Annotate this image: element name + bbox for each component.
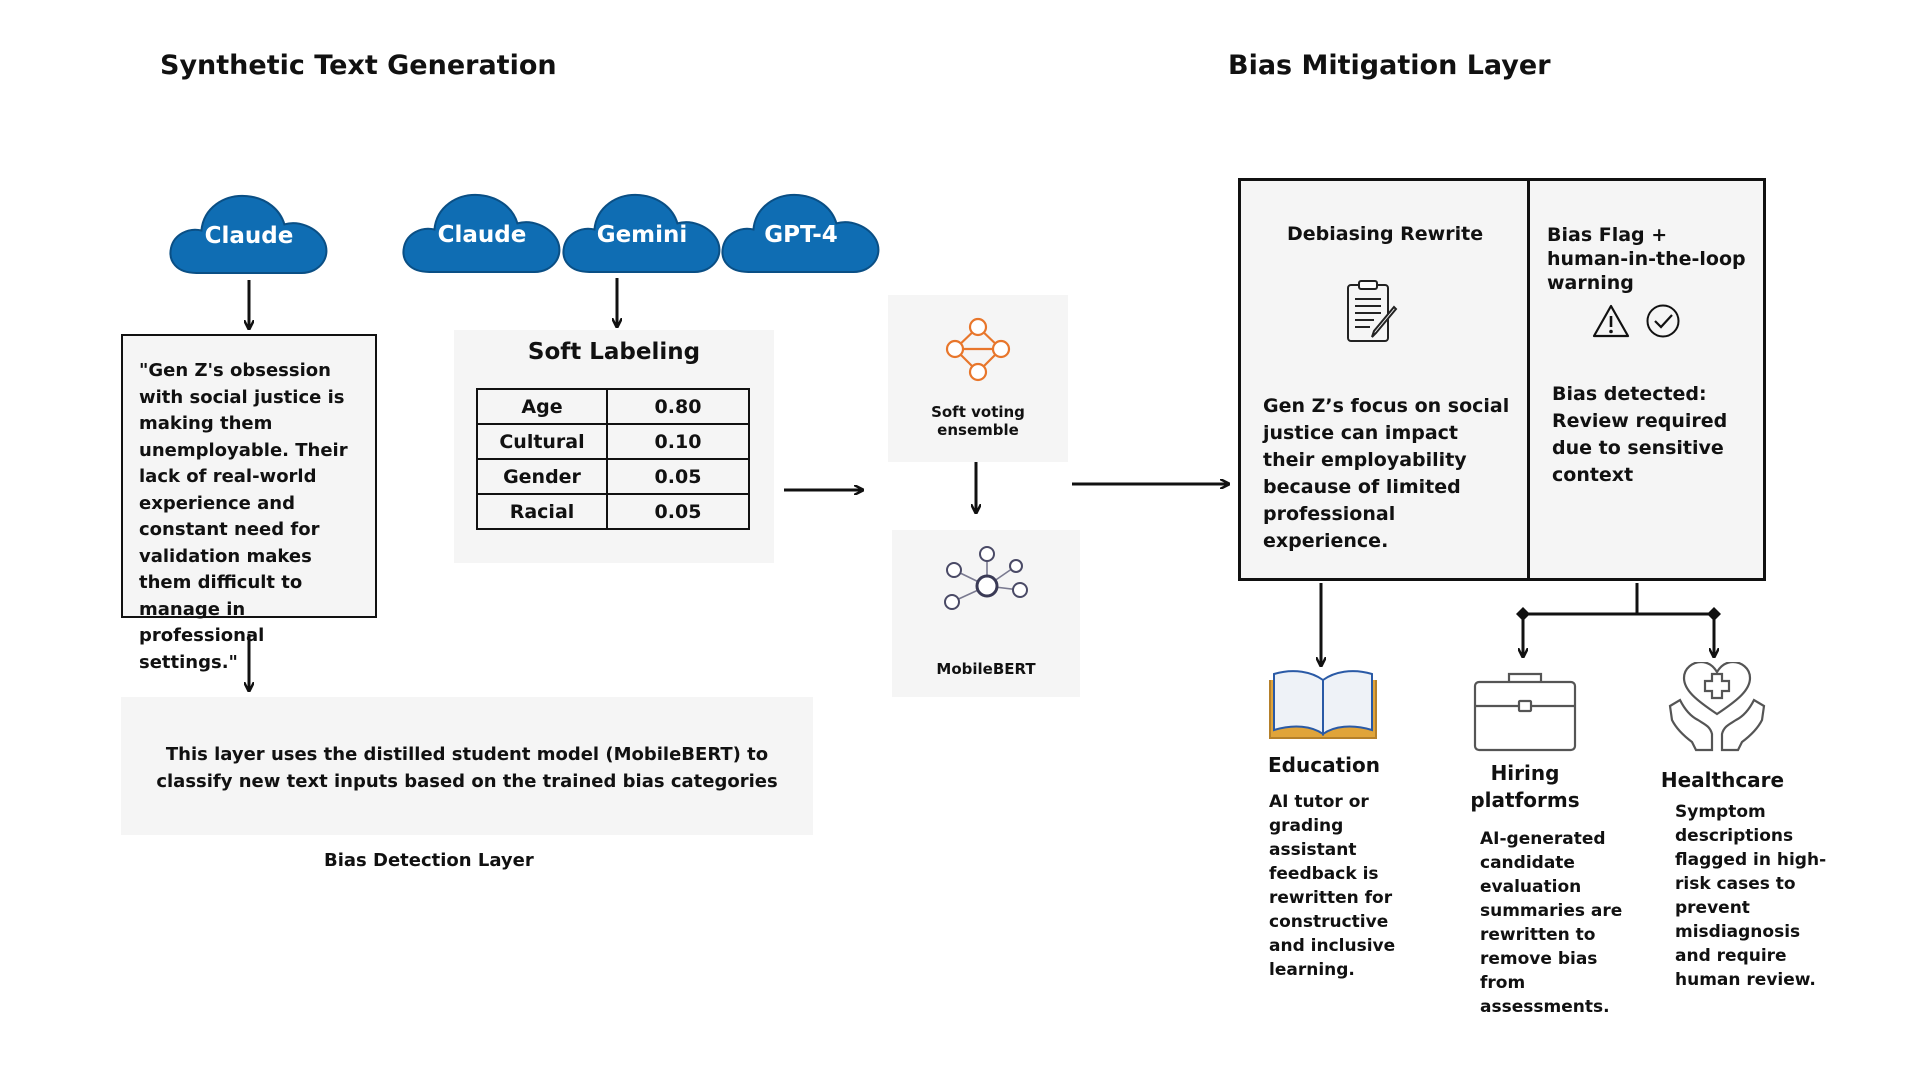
- example-biased-text: "Gen Z's obsession with social justice i…: [121, 334, 377, 673]
- rewrite-title: Debiasing Rewrite: [1287, 223, 1484, 245]
- table-row: Gender 0.05: [476, 458, 750, 495]
- table-row: Racial 0.05: [476, 493, 750, 530]
- ensemble-panel: Soft voting ensemble: [888, 295, 1068, 462]
- briefcase-icon: [1473, 672, 1577, 752]
- education-description: AI tutor or grading assistant feedback i…: [1269, 792, 1396, 980]
- hiring-title: Hiring platforms: [1470, 761, 1580, 812]
- rewrite-text: Gen Z’s focus on social justice can impa…: [1263, 395, 1510, 552]
- mitigation-divider: [1527, 181, 1530, 578]
- label-cell: Racial: [476, 493, 608, 530]
- open-book-icon: [1269, 670, 1377, 739]
- heart-care-icon: [1668, 662, 1766, 752]
- label-cell: Gender: [476, 458, 608, 495]
- branch-node: [1516, 607, 1530, 621]
- heading-bias-mitigation-layer: Bias Mitigation Layer: [1228, 50, 1551, 81]
- check-circle-icon: [1646, 304, 1680, 338]
- network-orange-icon: [945, 317, 1011, 382]
- education-title: Education: [1268, 753, 1380, 777]
- soft-labeling-panel: Soft Labeling Age 0.80 Cultural 0.10 Gen…: [454, 330, 774, 563]
- cloud-claude-single: Claude: [168, 190, 330, 276]
- value-cell: 0.05: [606, 458, 750, 495]
- table-row: Cultural 0.10: [476, 423, 750, 460]
- cloud-gpt4: GPT-4: [720, 189, 882, 275]
- table-row: Age 0.80: [476, 388, 750, 425]
- cloud-label: Claude: [437, 222, 527, 248]
- branch-node: [1707, 607, 1721, 621]
- warning-icon: [1592, 304, 1630, 338]
- value-cell: 0.80: [606, 388, 750, 425]
- network-hub-icon: [944, 546, 1028, 610]
- detection-description: This layer uses the distilled student mo…: [156, 744, 778, 792]
- detection-caption: Bias Detection Layer: [324, 850, 534, 871]
- cloud-gemini: Gemini: [561, 189, 723, 275]
- soft-labeling-title: Soft Labeling: [527, 339, 701, 365]
- value-cell: 0.10: [606, 423, 750, 460]
- label-cell: Cultural: [476, 423, 608, 460]
- healthcare-description: Symptom descriptions flagged in high-ris…: [1675, 802, 1827, 990]
- mitigation-box: Debiasing Rewrite Gen Z’s focus on socia…: [1238, 178, 1766, 581]
- flag-text: Bias detected: Review required due to se…: [1552, 383, 1728, 486]
- cloud-claude: Claude: [401, 189, 563, 275]
- mobilebert-panel: MobileBERT: [892, 530, 1080, 697]
- value-cell: 0.05: [606, 493, 750, 530]
- healthcare-title: Healthcare: [1660, 768, 1785, 792]
- cloud-label: GPT-4: [764, 222, 838, 248]
- clipboard-icon: [1347, 280, 1398, 342]
- ensemble-label: Soft voting ensemble: [931, 403, 1025, 439]
- heading-synthetic-text-generation: Synthetic Text Generation: [160, 50, 557, 81]
- mobilebert-label: MobileBERT: [936, 660, 1036, 678]
- label-cell: Age: [476, 388, 608, 425]
- soft-labeling-table: Age 0.80 Cultural 0.10 Gender 0.05 Racia…: [476, 388, 750, 530]
- hiring-description: AI-generated candidate evaluation summar…: [1480, 829, 1623, 1017]
- cloud-label: Gemini: [596, 222, 688, 248]
- flag-title: Bias Flag + human-in-the-loop warning: [1547, 224, 1746, 294]
- detection-panel: This layer uses the distilled student mo…: [121, 697, 813, 835]
- cloud-label: Claude: [204, 223, 294, 249]
